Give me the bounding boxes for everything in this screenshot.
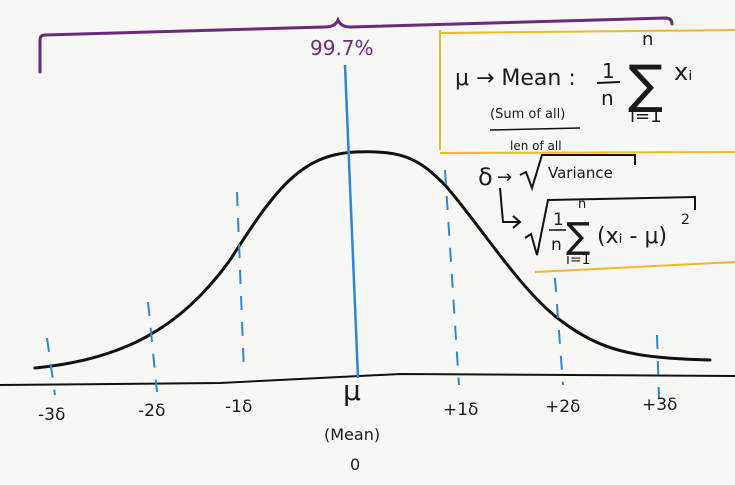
mean-label: (Mean) bbox=[324, 425, 380, 444]
mean-note-top: (Sum of all) bbox=[490, 107, 565, 122]
x-axis bbox=[0, 372, 735, 386]
sigma-line-plus1 bbox=[444, 169, 460, 386]
sum-bottom: i=1 bbox=[630, 106, 662, 127]
mean-symbol: μ bbox=[343, 374, 361, 407]
sd-sum-bottom: i=1 bbox=[566, 252, 591, 268]
sd-hook-arrow bbox=[499, 187, 522, 229]
sd-arrow: → bbox=[497, 167, 512, 188]
mean-value: 0 bbox=[350, 455, 360, 474]
sd-term: (xᵢ - μ) bbox=[597, 224, 667, 249]
sum-sigma-icon: ∑ bbox=[628, 55, 663, 115]
sigma-line-minus2 bbox=[147, 301, 158, 393]
sd-power: 2 bbox=[681, 212, 690, 228]
sd-sum-sigma-icon: ∑ bbox=[566, 216, 590, 257]
sigma-line-minus3 bbox=[46, 337, 56, 396]
mean-frac-bar bbox=[596, 81, 621, 84]
tick-label: +1δ bbox=[443, 400, 478, 420]
sd-frac-num: 1 bbox=[553, 210, 564, 230]
tick-label: +3δ bbox=[642, 395, 677, 415]
variance-label: Variance bbox=[548, 164, 613, 182]
percent-label: 99.7% bbox=[310, 36, 374, 60]
sd-symbol: δ bbox=[478, 163, 493, 191]
tick-label: +2δ bbox=[545, 397, 580, 417]
bell-curve bbox=[33, 150, 712, 370]
sigma-lines bbox=[46, 169, 660, 399]
sigma-line-plus2 bbox=[554, 277, 564, 386]
variance-radical bbox=[519, 154, 636, 192]
sigma-line-plus3 bbox=[656, 334, 660, 399]
tick-label: -1δ bbox=[225, 397, 252, 417]
formula-box bbox=[439, 29, 735, 273]
sum-term: xᵢ bbox=[674, 58, 693, 86]
tick-label: -3δ bbox=[38, 405, 65, 425]
mean-formula-text: μ → Mean : bbox=[455, 66, 576, 91]
sd-sum-top: n bbox=[578, 197, 586, 212]
tick-label: -2δ bbox=[138, 401, 165, 421]
mean-frac-den: n bbox=[601, 86, 614, 110]
sum-top: n bbox=[642, 29, 653, 50]
mean-note-bar bbox=[489, 127, 581, 131]
mean-note-bottom: len of all bbox=[510, 139, 562, 153]
coverage-bracket bbox=[38, 16, 674, 74]
sd-radical bbox=[524, 195, 696, 256]
sd-frac-den: n bbox=[551, 235, 562, 255]
mean-frac-num: 1 bbox=[602, 59, 615, 83]
mean-line bbox=[343, 64, 360, 379]
sigma-line-minus1 bbox=[236, 191, 245, 373]
